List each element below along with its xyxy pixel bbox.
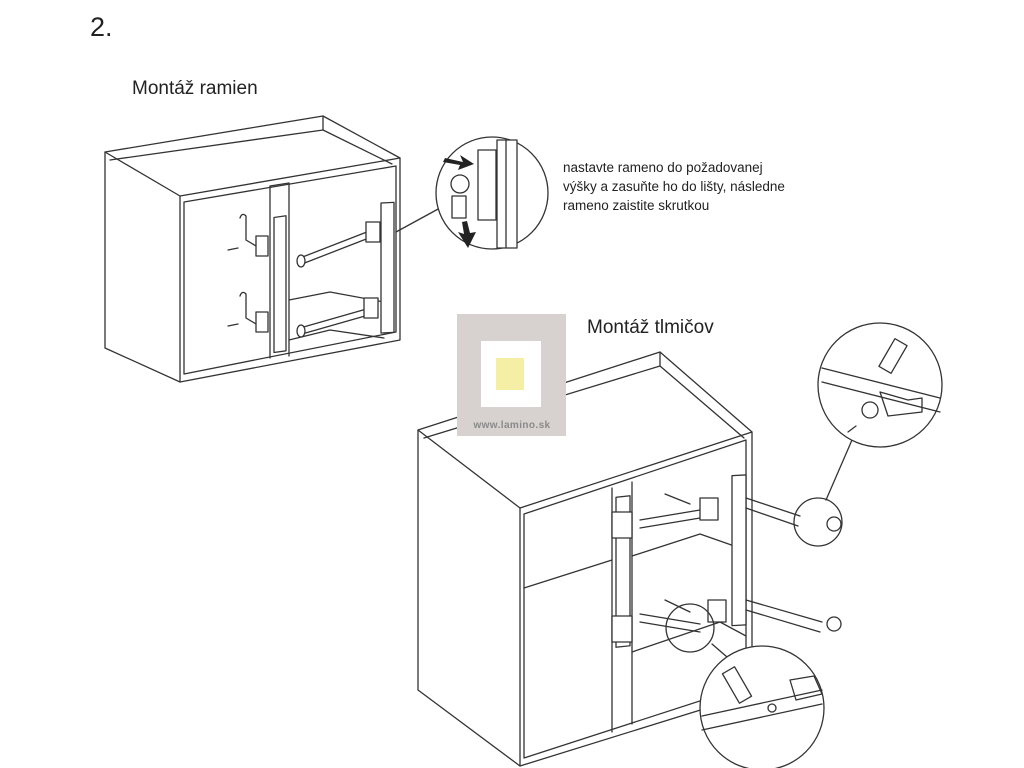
upper-cabinet-hardware — [227, 201, 395, 354]
instruction-text: nastavte rameno do požadovanej výšky a z… — [563, 158, 843, 215]
instruction-line: výšky a zasuňte ho do lišty, následne — [563, 179, 785, 194]
step-number: 2. — [90, 12, 113, 42]
watermark-text: www.lamino.sk — [473, 420, 551, 431]
arm-detail-circle — [395, 136, 549, 250]
watermark-logo — [457, 314, 566, 436]
damper-detail-bottom — [665, 603, 825, 768]
arms-section-title: Montáž ramien — [132, 78, 258, 99]
upper-cabinet — [104, 115, 401, 383]
damper-section-title: Montáž tlmičov — [587, 317, 714, 338]
lower-cabinet — [417, 351, 753, 767]
instruction-line: nastavte rameno do požadovanej — [563, 160, 763, 175]
lower-cabinet-hardware — [611, 474, 842, 648]
instruction-line: rameno zaistite skrutkou — [563, 198, 710, 213]
damper-detail-top — [793, 322, 943, 547]
